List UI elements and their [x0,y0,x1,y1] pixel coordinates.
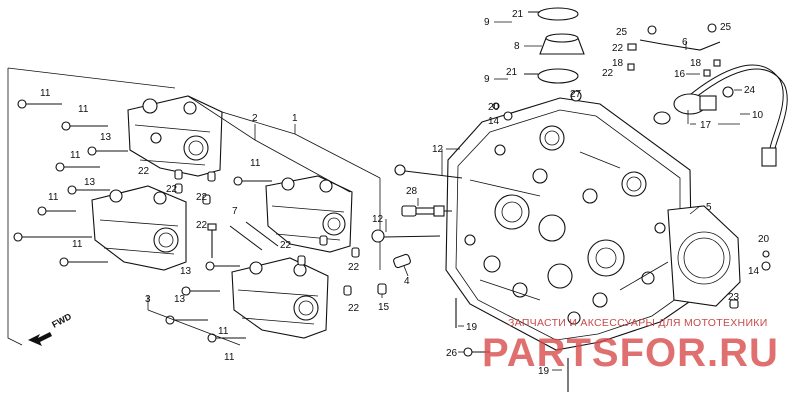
callout-22: 22 [196,220,208,231]
callout-27: 27 [570,89,582,100]
holder-bolts [13,99,279,343]
callout-leaders [381,21,750,371]
sensor-wire [685,64,788,167]
hose-clamp-lower [524,68,579,84]
callout-7: 7 [232,206,238,217]
watermark-caption: ЗАПЧАСТИ И АКСЕССУАРЫ ДЛЯ МОТОТЕХНИКИ [508,317,768,329]
watermark-brand: PARTSFOR.RU [482,331,779,375]
camshaft-holder-lower-right [231,257,329,339]
callout-11: 11 [72,239,83,250]
callout-23: 23 [728,292,740,303]
callout-20: 20 [758,234,770,245]
camshaft-holder-middle [265,175,353,253]
callout-11: 11 [224,352,235,363]
callout-11: 11 [78,104,89,115]
cylinder-head [445,97,693,351]
callout-21: 21 [512,9,524,20]
callout-13: 13 [174,294,186,305]
callout-24: 24 [744,85,756,96]
bracket-6 [627,23,721,77]
dowel-pins [174,169,360,296]
camshaft-holder-lower-left [91,185,187,271]
callout-13: 13 [100,132,112,143]
callout-15: 15 [378,302,390,313]
sensor-10 [653,86,734,125]
callout-22: 22 [602,68,614,79]
callout-14: 14 [488,116,500,127]
studs [455,298,569,392]
callout-13: 13 [84,177,96,188]
spark-plug [401,205,452,217]
callout-14: 14 [748,266,760,277]
callout-22: 22 [348,303,360,314]
callout-11: 11 [48,192,59,203]
side-gasket [667,205,741,307]
left-bracket-outline [7,67,176,346]
watermark: ЗАПЧАСТИ И АКСЕССУАРЫ ДЛЯ МОТОТЕХНИКИ PA… [482,317,779,375]
washer-right [729,250,771,309]
callouts: 11 11 13 11 13 11 11 11 1 2 3 7 22 22 22… [40,9,770,377]
callout-20: 20 [488,102,500,113]
callout-21: 21 [506,67,518,78]
callout-25: 25 [616,27,628,38]
bolt-row-1 [13,99,272,343]
callout-19: 19 [538,366,550,377]
callout-6: 6 [682,37,688,48]
callout-11: 11 [70,150,81,161]
callout-10: 10 [752,110,764,121]
callout-19: 19 [466,322,478,333]
callout-28: 28 [406,186,418,197]
callout-8: 8 [514,41,520,52]
fwd-label: FWD [50,311,73,330]
small-bolts-top [492,90,582,121]
callout-9: 9 [484,17,490,28]
callout-12: 12 [372,214,384,225]
callout-22: 22 [612,43,624,54]
callout-3: 3 [145,294,151,305]
callout-25: 25 [720,22,732,33]
callout-22: 22 [196,192,208,203]
callout-11: 11 [218,326,229,337]
callout-4: 4 [404,276,410,287]
hose-clamp-upper [528,7,579,21]
callout-22: 22 [138,166,150,177]
head-bolts [371,164,463,243]
callout-26: 26 [446,348,458,359]
callout-2: 2 [252,113,258,124]
stud-and-collar [377,253,411,295]
callout-22: 22 [348,262,360,273]
callout-12: 12 [432,144,444,155]
callout-22: 22 [280,240,292,251]
callout-9: 9 [484,74,490,85]
callout-17: 17 [700,120,712,131]
callout-11: 11 [40,88,51,99]
rubber-cap [539,33,585,55]
callout-13: 13 [180,266,192,277]
callout-5: 5 [706,202,712,213]
callout-22: 22 [166,184,178,195]
callout-1: 1 [292,113,298,124]
leader-lines-left [147,95,381,346]
callout-11: 11 [250,158,261,169]
camshaft-holder-upper [127,95,223,177]
callout-18: 18 [612,58,624,69]
callout-16: 16 [674,69,686,80]
callout-18: 18 [690,58,702,69]
fwd-arrow: FWD [28,311,73,346]
